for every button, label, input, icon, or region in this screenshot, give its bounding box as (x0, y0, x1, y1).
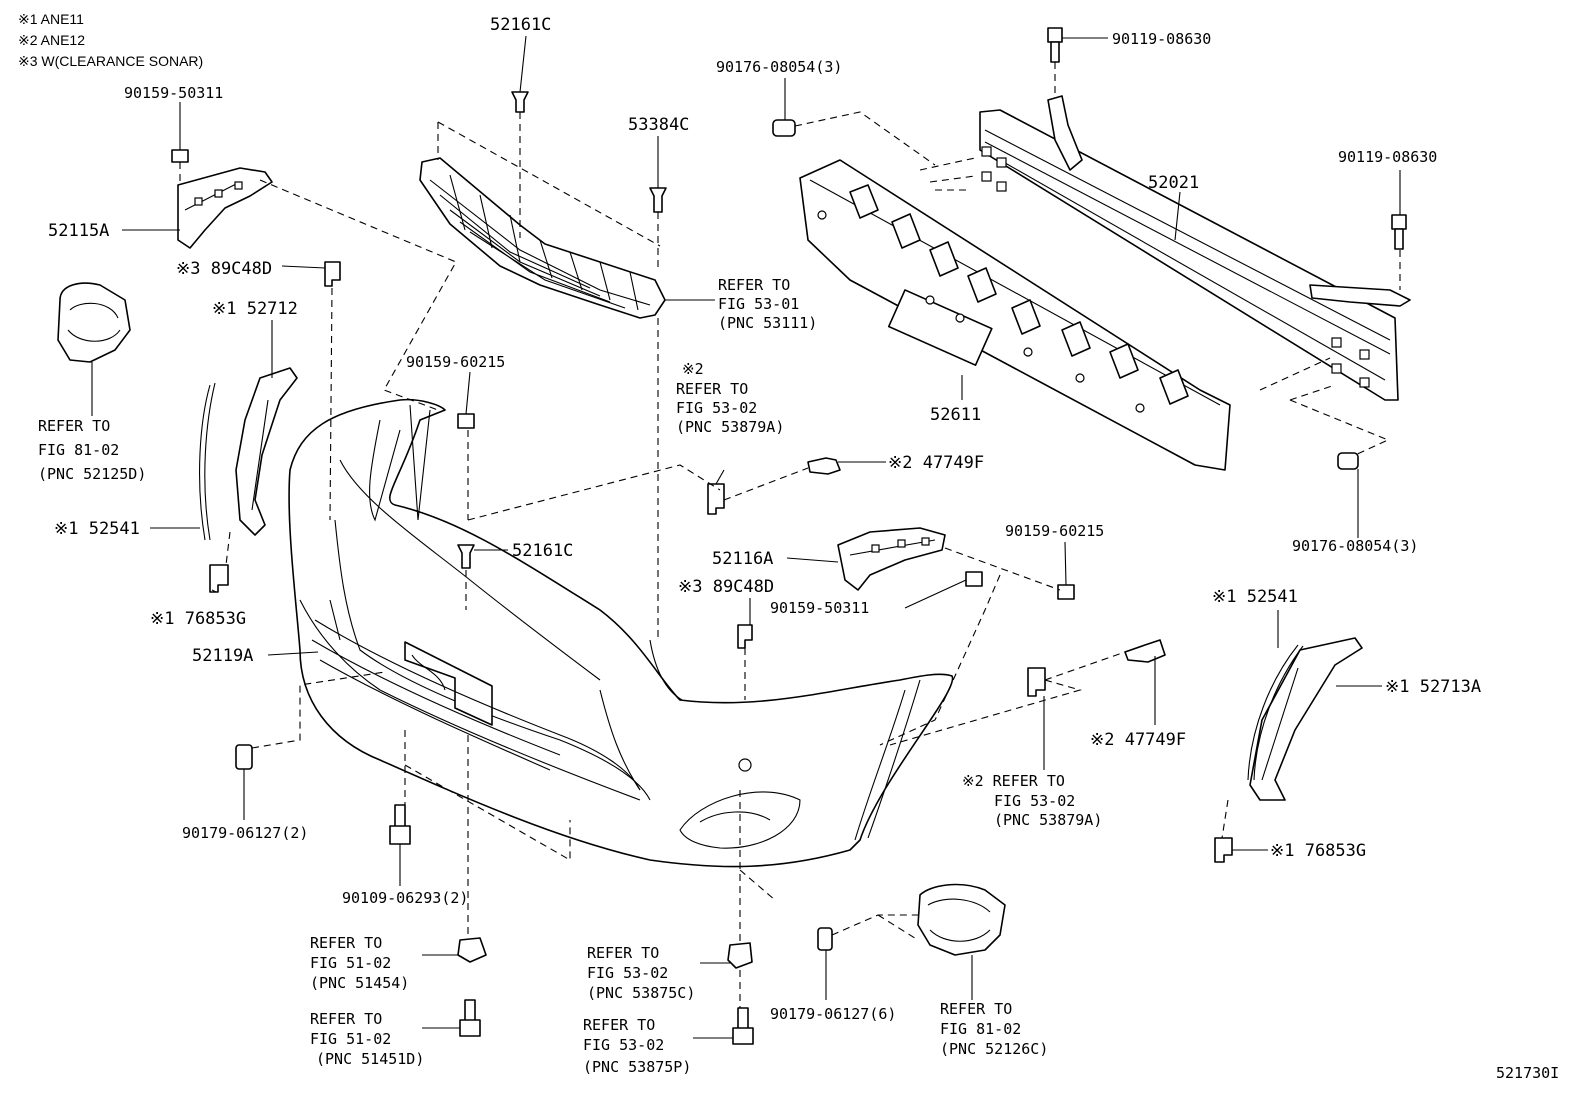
label-90119-top: 90119-08630 (1112, 30, 1211, 48)
right-side-retainer (1247, 637, 1363, 801)
label-90159-50311-mid: 90159-50311 (770, 599, 869, 617)
refer-53879a-top-line3: (PNC 53879A) (676, 418, 784, 436)
legend-notes: ※1 ANE11 ※2 ANE12 ※3 W(CLEARANCE SONAR) (18, 11, 203, 69)
refer-53875p-line3: (PNC 53875P) (583, 1058, 691, 1076)
leader-lines (91, 35, 1401, 1039)
refer-53111-line3: (PNC 53111) (718, 314, 817, 332)
refer-53879a-mid-line3: (PNC 53879A) (994, 811, 1102, 829)
refer-53879a-top-line1: REFER TO (676, 380, 748, 398)
refer-53879a-mid-line2: FIG 53-02 (994, 792, 1075, 810)
refer-53879a-top-mark: ※2 (682, 360, 704, 378)
label-76853g-left: ※1 76853G (150, 609, 246, 629)
label-90159-60215-right: 90159-60215 (1005, 522, 1104, 540)
refer-53111-line1: REFER TO (718, 276, 790, 294)
bumper-reinforcement (979, 95, 1411, 401)
label-90179-bottom: 90179-06127(6) (770, 1005, 896, 1023)
label-53384c: 53384C (628, 115, 689, 135)
refer-51454-line2: FIG 51-02 (310, 954, 391, 972)
refer-51451d-line3: (PNC 51451D) (316, 1050, 424, 1068)
label-52161c-mid: 52161C (512, 541, 573, 561)
right-bumper-bracket (837, 527, 946, 591)
label-52611: 52611 (930, 405, 981, 425)
diagram-id: 521730I (1496, 1064, 1559, 1082)
refer-53879a-top-line2: FIG 53-02 (676, 399, 757, 417)
label-90159-50311-top: 90159-50311 (124, 84, 223, 102)
refer-51451d-line2: FIG 51-02 (310, 1030, 391, 1048)
label-89c48d-mid: ※3 89C48D (678, 577, 774, 597)
label-90179-left: 90179-06127(2) (182, 824, 308, 842)
label-52021: 52021 (1148, 173, 1199, 193)
refer-52125d-line2: FIG 81-02 (38, 441, 119, 459)
note-1: ※1 ANE11 (18, 11, 84, 27)
label-52161c-top: 52161C (490, 15, 551, 35)
refer-53875c-line2: FIG 53-02 (587, 964, 668, 982)
refer-53879a-mid-line1: ※2 REFER TO (962, 772, 1065, 790)
refer-52125d-line1: REFER TO (38, 417, 110, 435)
label-90119-right: 90119-08630 (1338, 148, 1437, 166)
refer-52126c-line2: FIG 81-02 (940, 1020, 1021, 1038)
assembly-lines (179, 62, 1401, 1008)
label-89c48d-left: ※3 89C48D (176, 259, 272, 279)
upper-grille (419, 157, 666, 319)
refer-52125d-line3: (PNC 52125D) (38, 465, 146, 483)
left-fog-bracket (57, 282, 131, 363)
label-90159-60215-left: 90159-60215 (406, 353, 505, 371)
label-90176-right: 90176-08054(3) (1292, 537, 1418, 555)
refer-53875p-line2: FIG 53-02 (583, 1036, 664, 1054)
part-labels: 52161C 53384C 90176-08054(3) 90119-08630… (38, 15, 1559, 1082)
bumper-cover (288, 398, 954, 868)
fasteners (171, 27, 1407, 1045)
left-bumper-bracket (177, 167, 273, 249)
label-52713a: ※1 52713A (1385, 677, 1481, 697)
refer-51451d-line1: REFER TO (310, 1010, 382, 1028)
energy-absorber (799, 159, 1231, 471)
label-47749f-top: ※2 47749F (888, 453, 984, 473)
refer-53875c-line1: REFER TO (587, 944, 659, 962)
label-76853g-right: ※1 76853G (1270, 841, 1366, 861)
refer-53875p-line1: REFER TO (583, 1016, 655, 1034)
label-52541-right: ※1 52541 (1212, 587, 1298, 607)
label-90176-top: 90176-08054(3) (716, 58, 842, 76)
refer-53875c-line3: (PNC 53875C) (587, 984, 695, 1002)
refer-52126c-line3: (PNC 52126C) (940, 1040, 1048, 1058)
note-2: ※2 ANE12 (18, 32, 85, 48)
left-side-retainer (198, 367, 298, 541)
refer-51454-line3: (PNC 51454) (310, 974, 409, 992)
label-52115a: 52115A (48, 221, 109, 241)
refer-53111-line2: FIG 53-01 (718, 295, 799, 313)
label-52116a: 52116A (712, 549, 773, 569)
label-52541-left: ※1 52541 (54, 519, 140, 539)
refer-51454-line1: REFER TO (310, 934, 382, 952)
note-3: ※3 W(CLEARANCE SONAR) (18, 53, 203, 69)
refer-52126c-line1: REFER TO (940, 1000, 1012, 1018)
label-52712: ※1 52712 (212, 299, 298, 319)
label-52119a: 52119A (192, 646, 253, 666)
label-90109: 90109-06293(2) (342, 889, 468, 907)
label-47749f-right: ※2 47749F (1090, 730, 1186, 750)
right-fog-bracket (917, 883, 1006, 956)
